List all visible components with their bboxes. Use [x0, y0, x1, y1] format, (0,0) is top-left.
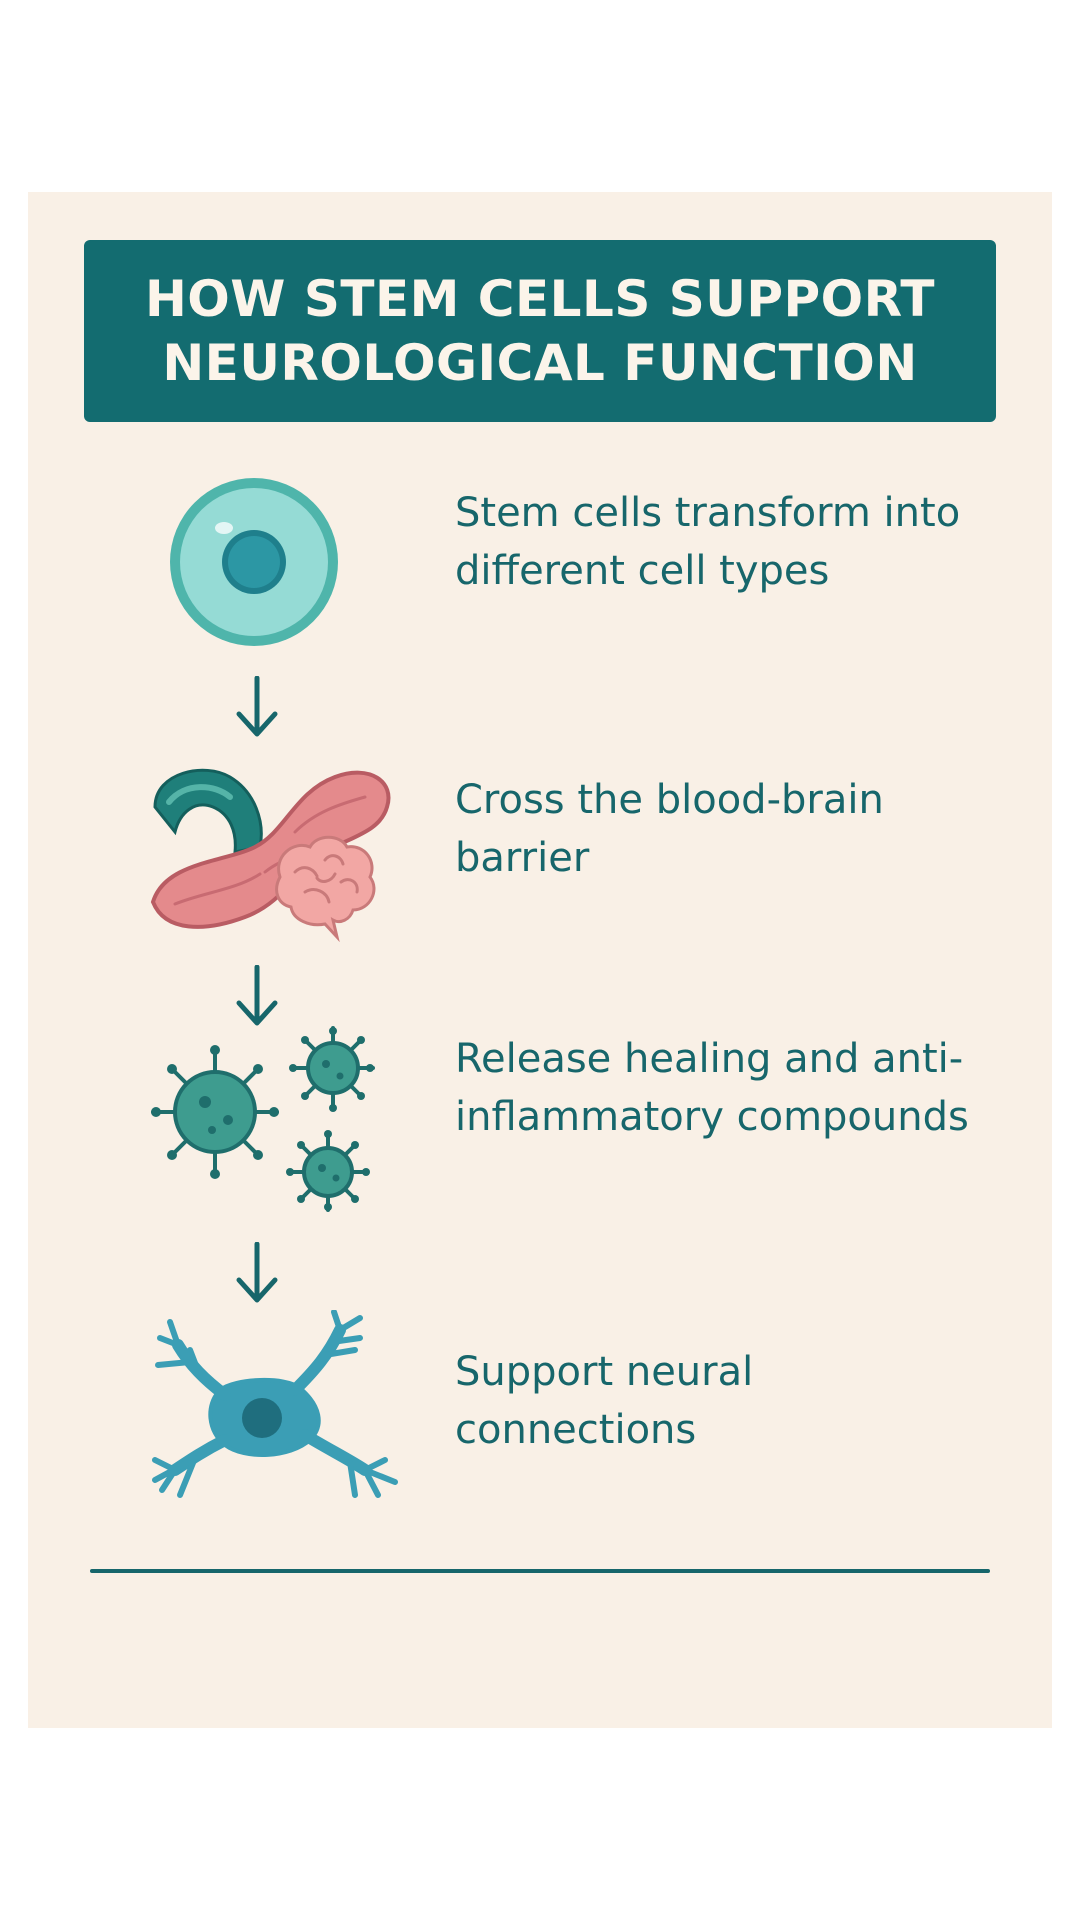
arrow-down-icon: [236, 965, 278, 1026]
step-2-text: Cross the blood-brain barrier: [455, 777, 884, 881]
page-title: HOW STEM CELLS SUPPORT NEUROLOGICAL FUNC…: [144, 270, 936, 392]
healing-compounds-icon: [151, 1026, 375, 1212]
step-4-text: Support neural connections: [455, 1349, 754, 1453]
stem-cell-icon: [170, 478, 338, 646]
infographic-card: [28, 192, 1052, 1728]
divider-line: [90, 1569, 990, 1573]
step-1-text: Stem cells transform into different cell…: [455, 490, 961, 594]
arrow-down-icon: [236, 676, 278, 737]
title-banner: HOW STEM CELLS SUPPORT NEUROLOGICAL FUNC…: [84, 240, 996, 422]
neuron-icon: [152, 1310, 398, 1498]
step-3-text: Release healing and anti-inflammatory co…: [455, 1036, 969, 1140]
blood-vessel-brain-icon: [150, 768, 391, 942]
arrow-down-icon: [236, 1242, 278, 1303]
